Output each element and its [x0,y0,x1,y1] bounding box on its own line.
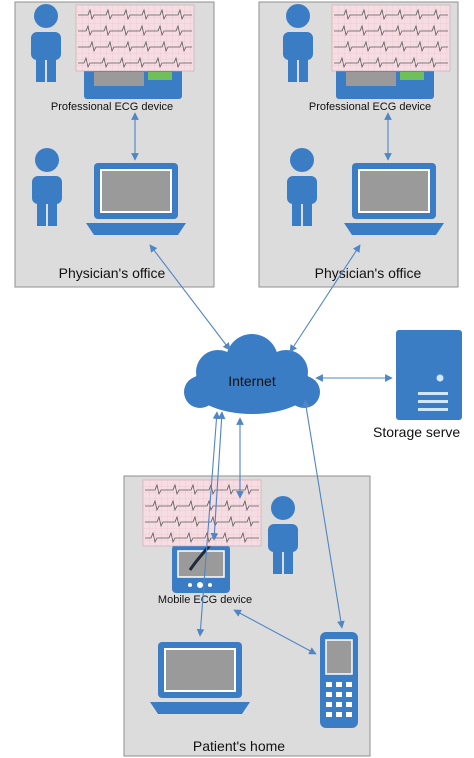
professional-ecg-device-icon [336,65,434,99]
cloud-icon [184,334,320,414]
link-right-office-internet [289,244,361,353]
ecg-strip-icon [75,4,195,72]
internet-label: Internet [228,373,276,389]
laptop-icon [85,162,187,236]
ecg-strip-icon [142,479,262,547]
link-pda-phone [233,609,317,655]
patient-home: Mobile ECG device Patient's home [123,475,371,757]
professional-ecg-device-icon [84,65,182,99]
ecg-strip-icon [331,4,451,72]
connections [131,112,393,655]
laptop-icon [149,641,251,715]
link-internet-phone [302,399,345,629]
home-label: Patient's home [193,738,285,754]
link-left-office-internet [149,244,231,351]
device-label: Professional ECG device [309,101,431,113]
office-label: Physician's office [59,265,166,281]
laptop-icon [343,162,445,236]
server-icon [396,330,462,420]
link-internet-pda [210,411,226,541]
storage-server: Storage serve [373,330,462,440]
device-label: Professional ECG device [51,101,173,113]
storage-label: Storage serve [373,424,460,440]
internet-cloud: Internet [184,334,320,414]
mobile-device-label: Mobile ECG device [158,594,252,606]
physician-office-right: Professional ECG device Physician's offi… [258,1,459,288]
mobile-phone-icon [320,632,358,728]
physician-office-left: Professional ECG device Physician's offi… [14,1,215,288]
office-label: Physician's office [315,265,422,281]
